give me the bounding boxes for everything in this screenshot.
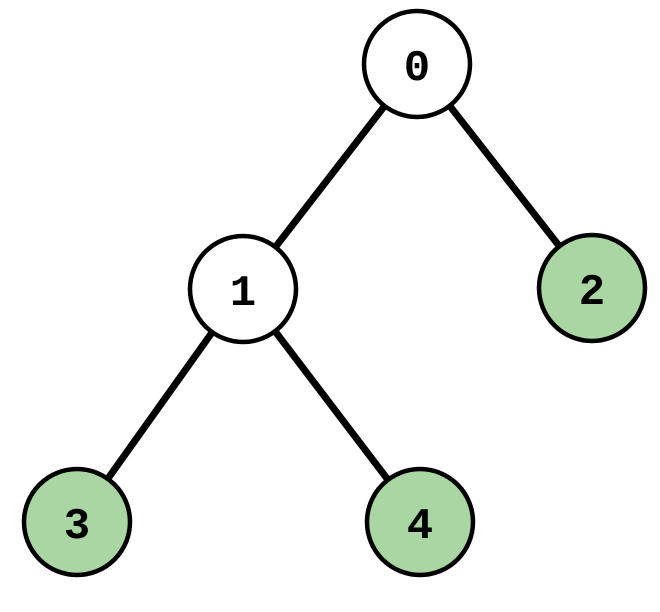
tree-node-circle-0	[361, 8, 473, 120]
tree-node-label-4: 4	[407, 502, 433, 552]
tree-node-circle-1	[187, 233, 299, 345]
tree-node-circle-2	[536, 232, 648, 344]
tree-node-3: 3	[21, 466, 133, 578]
tree-node-label-3: 3	[64, 502, 90, 552]
tree-node-label-2: 2	[579, 268, 605, 318]
tree-node-0: 0	[361, 8, 473, 120]
tree-node-1: 1	[187, 233, 299, 345]
tree-node-circle-3	[21, 466, 133, 578]
tree-node-label-0: 0	[404, 44, 430, 94]
tree-node-circle-4	[364, 466, 476, 578]
tree-node-label-1: 1	[230, 269, 256, 319]
tree-node-2: 2	[536, 232, 648, 344]
tree-node-4: 4	[364, 466, 476, 578]
